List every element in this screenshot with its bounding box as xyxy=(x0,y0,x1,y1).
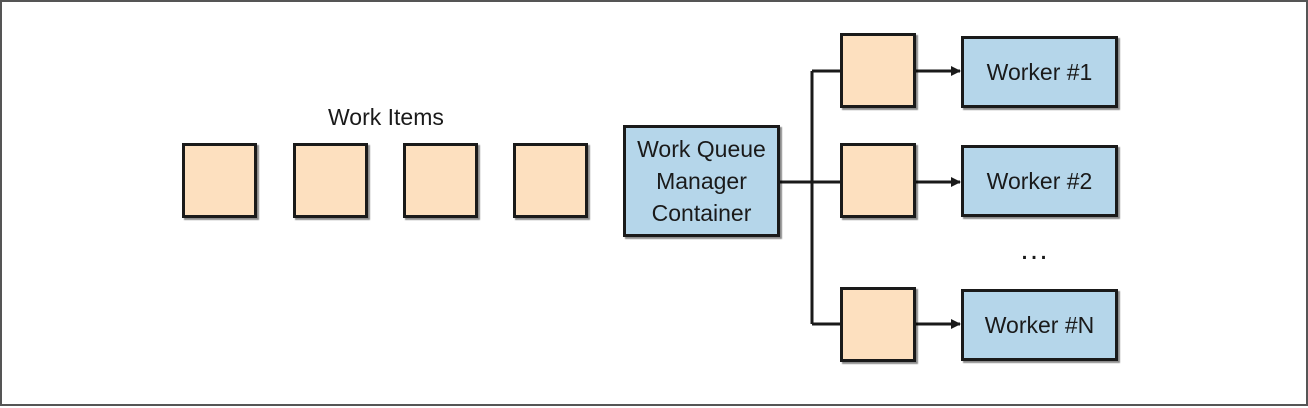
manager-label-line-2: Manager xyxy=(656,168,747,194)
worker-n: Worker #N xyxy=(961,289,1118,361)
queue-slot-2 xyxy=(840,143,916,218)
worker-1: Worker #1 xyxy=(961,36,1118,108)
queue-slot-1 xyxy=(840,33,916,108)
work-item-3 xyxy=(403,143,478,218)
manager-label-line-1: Work Queue xyxy=(637,136,766,162)
work-item-1 xyxy=(182,143,257,218)
manager-label-line-3: Container xyxy=(651,200,752,226)
worker-2: Worker #2 xyxy=(961,145,1118,217)
work-items-label: Work Items xyxy=(328,104,444,130)
more-workers-ellipsis: … xyxy=(1019,233,1051,266)
queue-slot-n xyxy=(840,287,916,362)
work-item-4 xyxy=(513,143,588,218)
work-item-2 xyxy=(293,143,368,218)
work-queue-manager-container: Work Queue Manager Container xyxy=(623,125,780,237)
